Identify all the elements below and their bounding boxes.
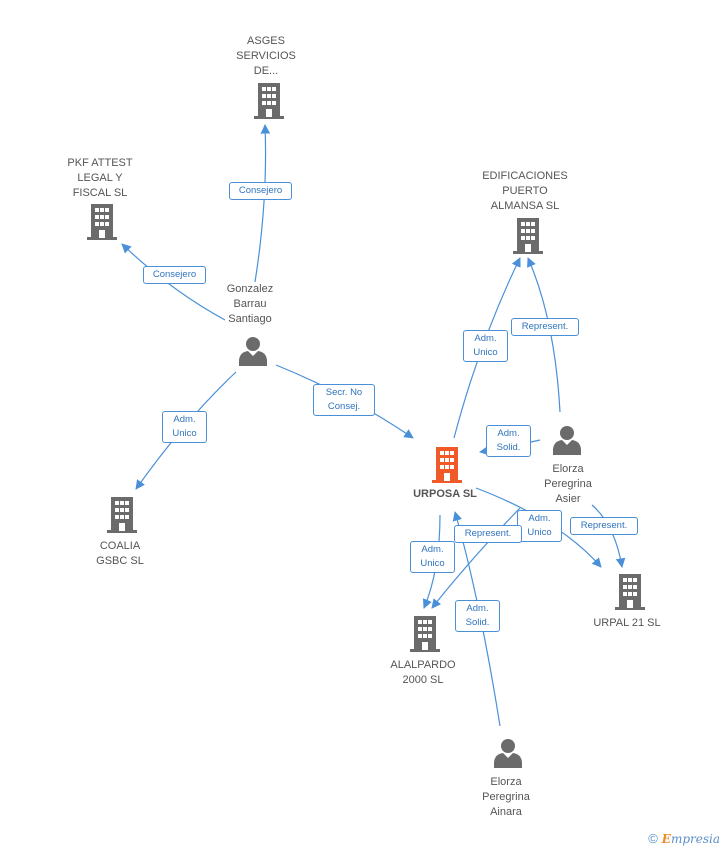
node-label-urposa[interactable]: URPOSA SL xyxy=(413,488,477,500)
edge-label-consejero-pkf[interactable]: Consejero xyxy=(143,266,206,284)
edge-label-adm-unico-alalpardo[interactable]: Adm. Unico xyxy=(410,541,455,573)
copyright-icon: © xyxy=(648,831,658,846)
building-icon[interactable] xyxy=(107,497,137,533)
edge-label-consejero-asges[interactable]: Consejero xyxy=(229,182,292,200)
edge-label-adm-unico-urpal[interactable]: Adm. Unico xyxy=(517,510,562,542)
edge-label-represent-urpal[interactable]: Represent. xyxy=(570,517,638,535)
node-label-edificaciones[interactable]: EDIFICACIONES PUERTO ALMANSA SL xyxy=(482,170,568,212)
node-label-asier[interactable]: Elorza Peregrina Asier xyxy=(544,463,592,505)
person-icon[interactable] xyxy=(239,337,267,366)
person-icon[interactable] xyxy=(494,739,522,768)
building-icon[interactable] xyxy=(87,204,117,240)
edge-gonzalez-asges xyxy=(254,124,271,283)
edge-label-adm-solid-asier[interactable]: Adm. Solid. xyxy=(486,425,531,457)
edge-label-adm-solid-ainara[interactable]: Adm. Solid. xyxy=(455,600,500,632)
edge-label-adm-unico-edif[interactable]: Adm. Unico xyxy=(463,330,508,362)
edge-asier-alalpardo xyxy=(431,507,521,609)
edge-label-represent-alalpardo[interactable]: Represent. xyxy=(454,525,522,543)
building-icon[interactable] xyxy=(254,83,284,119)
edge-label-secr-no-consej[interactable]: Secr. No Consej. xyxy=(313,384,375,416)
person-icon[interactable] xyxy=(553,426,581,455)
building-icon[interactable] xyxy=(410,616,440,652)
node-label-urpal[interactable]: URPAL 21 SL xyxy=(593,617,661,629)
building-icon[interactable] xyxy=(513,218,543,254)
node-label-coalia[interactable]: COALIA GSBC SL xyxy=(96,540,144,567)
main-building-icon[interactable] xyxy=(432,447,462,483)
node-label-ainara[interactable]: Elorza Peregrina Ainara xyxy=(482,776,530,818)
building-icon[interactable] xyxy=(615,574,645,610)
edge-asier-urpal xyxy=(591,504,626,568)
edge-label-represent-edif[interactable]: Represent. xyxy=(511,318,579,336)
node-label-alalpardo[interactable]: ALALPARDO 2000 SL xyxy=(390,659,456,686)
brand-logo: Empresia xyxy=(661,832,720,846)
node-label-pkf[interactable]: PKF ATTEST LEGAL Y FISCAL SL xyxy=(67,157,133,199)
copyright-notice: ©Empresia xyxy=(648,831,720,846)
node-label-gonzalez[interactable]: Gonzalez Barrau Santiago xyxy=(226,283,274,325)
node-label-asges[interactable]: ASGES SERVICIOS DE... xyxy=(236,35,296,77)
edge-label-adm-unico-coalia[interactable]: Adm. Unico xyxy=(162,411,207,443)
edge-gonzalez-pkf xyxy=(121,243,226,321)
